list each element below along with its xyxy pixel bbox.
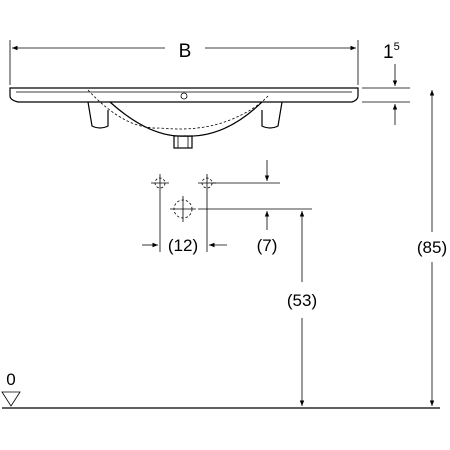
rim-thickness-dimension: 15	[362, 41, 410, 125]
drain-offset-label: (7)	[257, 236, 278, 255]
left-supply-symbol	[151, 174, 169, 192]
drain-height-label: (53)	[287, 291, 317, 310]
drain-connection-symbol	[170, 196, 196, 222]
drain-height-dimension: (53)	[287, 211, 317, 406]
drain-offset-dimension: (7)	[198, 160, 312, 255]
floor-level: 0	[1, 370, 440, 409]
tap-spacing-label: (12)	[168, 236, 198, 255]
tap-spacing-dimension: (12)	[142, 192, 227, 255]
total-height-dimension: (85)	[417, 90, 447, 406]
width-dimension: B	[9, 40, 359, 85]
rim-thickness-label: 15	[383, 41, 400, 63]
width-label: B	[179, 41, 192, 62]
connection-symbols	[151, 174, 216, 222]
level-triangle-icon	[1, 391, 21, 407]
total-height-label: (85)	[417, 238, 447, 257]
washbasin-profile	[9, 87, 359, 149]
floor-level-label: 0	[6, 370, 15, 389]
